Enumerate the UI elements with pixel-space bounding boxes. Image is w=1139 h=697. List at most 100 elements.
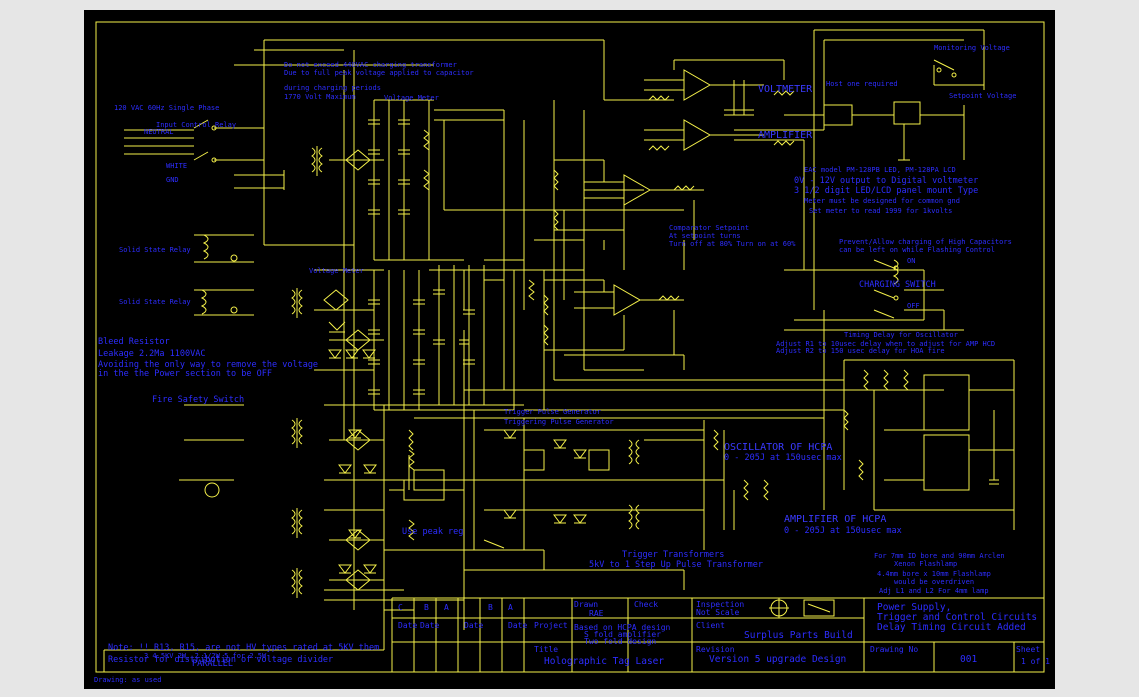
note-flash-4: would be overdriven — [894, 578, 974, 586]
title-description-1: Power Supply, — [877, 602, 951, 613]
note-timing-3: Adjust R2 to 150 usec delay for HOA fire — [776, 347, 945, 355]
label-trigger-transformers: Trigger Transformers — [622, 550, 724, 560]
charging-relay — [873, 259, 954, 331]
title-block-lines — [103, 597, 1044, 672]
timer-chips — [843, 359, 1015, 530]
note-timing-2: Adjust R1 to 10usec delay when to adjust… — [776, 340, 995, 348]
title-description-2: Trigger and Control Circuits — [877, 612, 1037, 623]
comparator-1 — [534, 159, 704, 270]
title-revision-value: Version 5 upgrade Design — [709, 654, 846, 665]
resistor-divider — [389, 269, 545, 501]
note-bottom-4: PARALLEL — [192, 659, 233, 669]
panel-meter-blocks — [784, 59, 984, 161]
label-neutral: NEUTRAL — [144, 128, 174, 136]
note-flash-3: 4.4mm bore x 10mm Flashlamp — [877, 570, 991, 578]
note-bleed-1: Bleed Resistor — [98, 337, 170, 347]
title-check: Check — [634, 600, 658, 609]
label-amplifier-hcpa: AMPLIFIER OF HCPA — [784, 514, 886, 525]
note-flash-5: Adj L1 and L2 For 4mm lamp — [879, 587, 989, 595]
note-bottom-1: Note: !! R13, R15, are not HV types rate… — [108, 643, 379, 653]
rev-header-4: B — [488, 603, 493, 612]
label-off: OFF — [907, 302, 920, 310]
title-client-name: Surplus Parts Build — [744, 630, 853, 641]
title-sheet-label: Sheet — [1016, 645, 1040, 654]
title-project-name: Holographic Tag Laser — [544, 656, 664, 667]
capacitor-bank-lower — [314, 265, 524, 411]
label-input-switch: Input Control Relay — [156, 121, 236, 129]
label-peak-note: Use peak reg — [402, 527, 463, 537]
label-charging-switch: CHARGING SWITCH — [859, 280, 936, 290]
title-drawn-by: RAE — [589, 609, 604, 618]
label-oscillator-spec: 0 - 205J at 150usec max — [724, 453, 842, 463]
trigger-transformers — [324, 449, 484, 650]
label-trigger-gen-1: Trigger Pulse Generator — [504, 408, 601, 416]
row-label-3: Date — [464, 621, 483, 630]
rev-header-3: A — [444, 603, 449, 612]
title-project-label: Project — [534, 621, 568, 630]
label-white: WHITE — [166, 162, 187, 170]
label-setpoint-voltage: Setpoint Voltage — [949, 92, 1016, 100]
input-section — [124, 39, 605, 610]
bridge-rectifiers — [329, 149, 384, 591]
title-based-1: Based on HCPA design — [574, 623, 671, 632]
note-comparator-3: Turn off at 80% Turn on at 60% — [669, 240, 796, 248]
label-voltage-meter-top: Voltage Meter — [384, 94, 439, 102]
note-warning-3: during charging periods — [284, 84, 381, 92]
note-warning-2: Due to full peak voltage applied to capa… — [284, 69, 474, 77]
label-oscillator: OSCILLATOR OF HCPA — [724, 442, 832, 453]
capacitor-bank-upper — [314, 99, 464, 271]
note-flash-2: Xenon Flashlamp — [894, 560, 957, 568]
label-voltmeter: VOLTMETER — [758, 84, 813, 95]
title-sheet-value: 1 of 1 — [1021, 657, 1050, 666]
label-fire-safety: Fire Safety Switch — [152, 395, 244, 405]
note-bottom-2: 3 4.5KV 2W, 2 1/2W 5 for 2.5W — [144, 652, 267, 660]
transformer-top — [311, 146, 323, 176]
label-trigger-spec: 5kV to 1 Step Up Pulse Transformer — [589, 560, 763, 570]
note-bleed-3: Avoiding the only way to remove the volt… — [98, 360, 318, 370]
transformer-left-2 — [291, 288, 303, 598]
drawing-border — [95, 21, 1045, 673]
note-panel-meter-2: 0V - 12V output to Digital voltmeter — [794, 176, 978, 186]
label-gnd: GND — [166, 176, 179, 184]
note-charge-1: Prevent/Allow charging of High Capacitor… — [839, 238, 1012, 246]
rev-header-5: A — [508, 603, 513, 612]
schematic-sheet: Do not exceed 440VAC charging transforme… — [84, 10, 1055, 689]
drawing-tag: Drawing: as used — [94, 676, 161, 684]
note-bleed-4: in the the Power section to be OFF — [98, 369, 272, 379]
note-charge-2: can be left on while Flashing Control — [839, 246, 995, 254]
label-amplifier-hcpa-spec: 0 - 205J at 150usec max — [784, 526, 902, 536]
label-voltage-meter-mid: Voltage Meter — [309, 267, 364, 275]
note-bottom-3: Resistor for distribution of voltage div… — [108, 655, 333, 665]
title-revision-label: Revision — [696, 645, 735, 654]
note-panel-meter-3: 3 1/2 digit LED/LCD panel mount Type — [794, 186, 978, 196]
row-label-4: Date — [508, 621, 527, 630]
note-panel-meter-5: Set meter to read 1999 for 1kvolts — [809, 207, 952, 215]
title-drawing-no: 001 — [960, 654, 977, 665]
title-drawn-label: Drawn — [574, 600, 598, 609]
title-drawing-no-label: Drawing No — [870, 645, 918, 654]
trigger-generators — [464, 420, 769, 570]
comparator-2 — [543, 279, 685, 370]
title-block: C B A B A Drawn RAE Check Inspection Not… — [398, 600, 1050, 667]
label-on: ON — [907, 257, 915, 265]
rev-header-2: B — [424, 603, 429, 612]
title-based-3: Two fold design — [584, 637, 656, 646]
note-comparator-2: At setpoint turns — [669, 232, 741, 240]
label-input: 120 VAC 60Hz Single Phase — [114, 104, 219, 112]
label-trigger-gen-2: Triggering Pulse Generator — [504, 418, 614, 426]
annotation-texts: Do not exceed 440VAC charging transforme… — [94, 44, 1016, 684]
note-warning-1: Do not exceed 440VAC charging transforme… — [284, 61, 457, 69]
label-amplifier: AMPLIFIER — [758, 130, 813, 141]
title-description-3: Delay Timing Circuit Added — [877, 622, 1026, 633]
note-warning-4: 1770 Volt Maximum — [284, 93, 356, 101]
note-bleed-2: Leakage 2.2Ma 1100VAC — [98, 349, 205, 359]
row-label-2: Date — [420, 621, 439, 630]
note-panel-meter-1: EAC model PM-128PB LED, PM-128PA LCD — [804, 166, 956, 174]
rev-header-1: C — [398, 603, 403, 612]
label-host-required: Host one required — [826, 80, 898, 88]
label-ssr-1: Solid State Relay — [119, 246, 191, 254]
op-amp-upper — [604, 59, 795, 151]
label-ssr-2: Solid State Relay — [119, 298, 191, 306]
note-flash-1: For 7mm ID bore and 90mm Arclen — [874, 552, 1005, 560]
title-inspection-2: Not Scale — [696, 608, 740, 617]
